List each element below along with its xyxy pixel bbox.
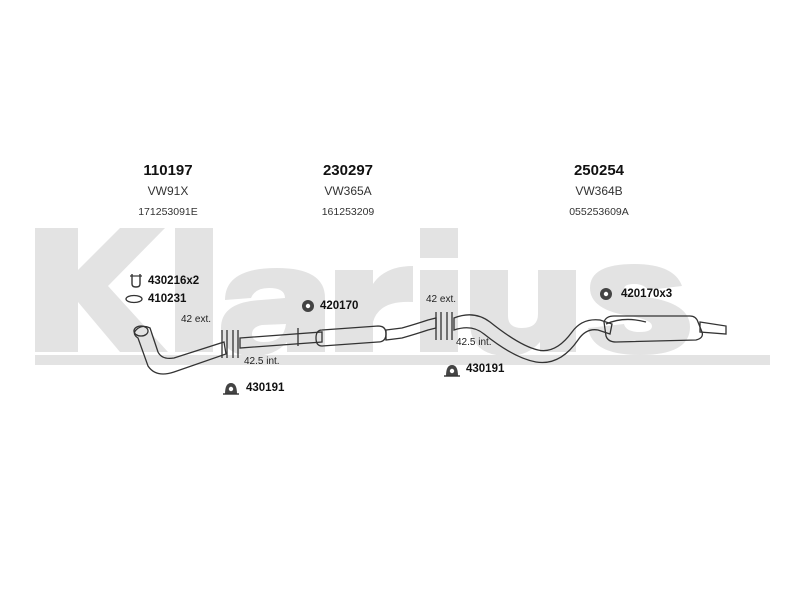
part-number-front: 110197 xyxy=(143,162,193,179)
part-code-middle: VW365A xyxy=(324,184,372,198)
accessory-mount-rear: 420170x3 xyxy=(621,288,673,300)
accessory-clamp-front: 430216x2 xyxy=(148,275,200,287)
part-oem-middle: 161253209 xyxy=(321,206,375,218)
front-flange xyxy=(133,325,149,337)
accessory-mount-middle: 420170 xyxy=(320,300,359,312)
part-code-front: VW91X xyxy=(147,184,189,198)
part-number-middle: 230297 xyxy=(322,162,374,179)
u-clamp-icon xyxy=(130,274,142,288)
rubber-mount-rear-icon xyxy=(600,288,612,300)
part-code-rear: VW364B xyxy=(575,184,623,198)
part-oem-rear: 055253609A xyxy=(569,206,629,218)
middle-pipe xyxy=(239,331,323,349)
hanger-bracket-icon xyxy=(223,383,239,395)
accessory-gasket-front: 410231 xyxy=(148,293,187,305)
accessory-hanger-front: 430191 xyxy=(246,382,285,394)
rubber-mount-icon xyxy=(302,300,314,312)
part-oem-front: 171253091E xyxy=(138,206,198,218)
middle-tailpipe xyxy=(385,317,437,341)
part-number-rear: 250254 xyxy=(573,162,625,179)
front-downpipe xyxy=(133,325,227,375)
accessory-hanger-middle: 430191 xyxy=(466,363,505,375)
middle-silencer xyxy=(315,325,387,347)
dim-rear-int: 42.5 int. xyxy=(456,337,492,348)
dim-rear-ext: 42 ext. xyxy=(426,294,457,305)
hanger-bracket-middle-icon xyxy=(444,365,460,377)
dim-front-ext: 42 ext. xyxy=(181,314,212,325)
dim-front-int: 42.5 int. xyxy=(244,356,280,367)
gasket-ring-icon xyxy=(125,294,143,304)
rear-pipe xyxy=(453,314,613,364)
rear-tailpipe xyxy=(699,321,727,335)
